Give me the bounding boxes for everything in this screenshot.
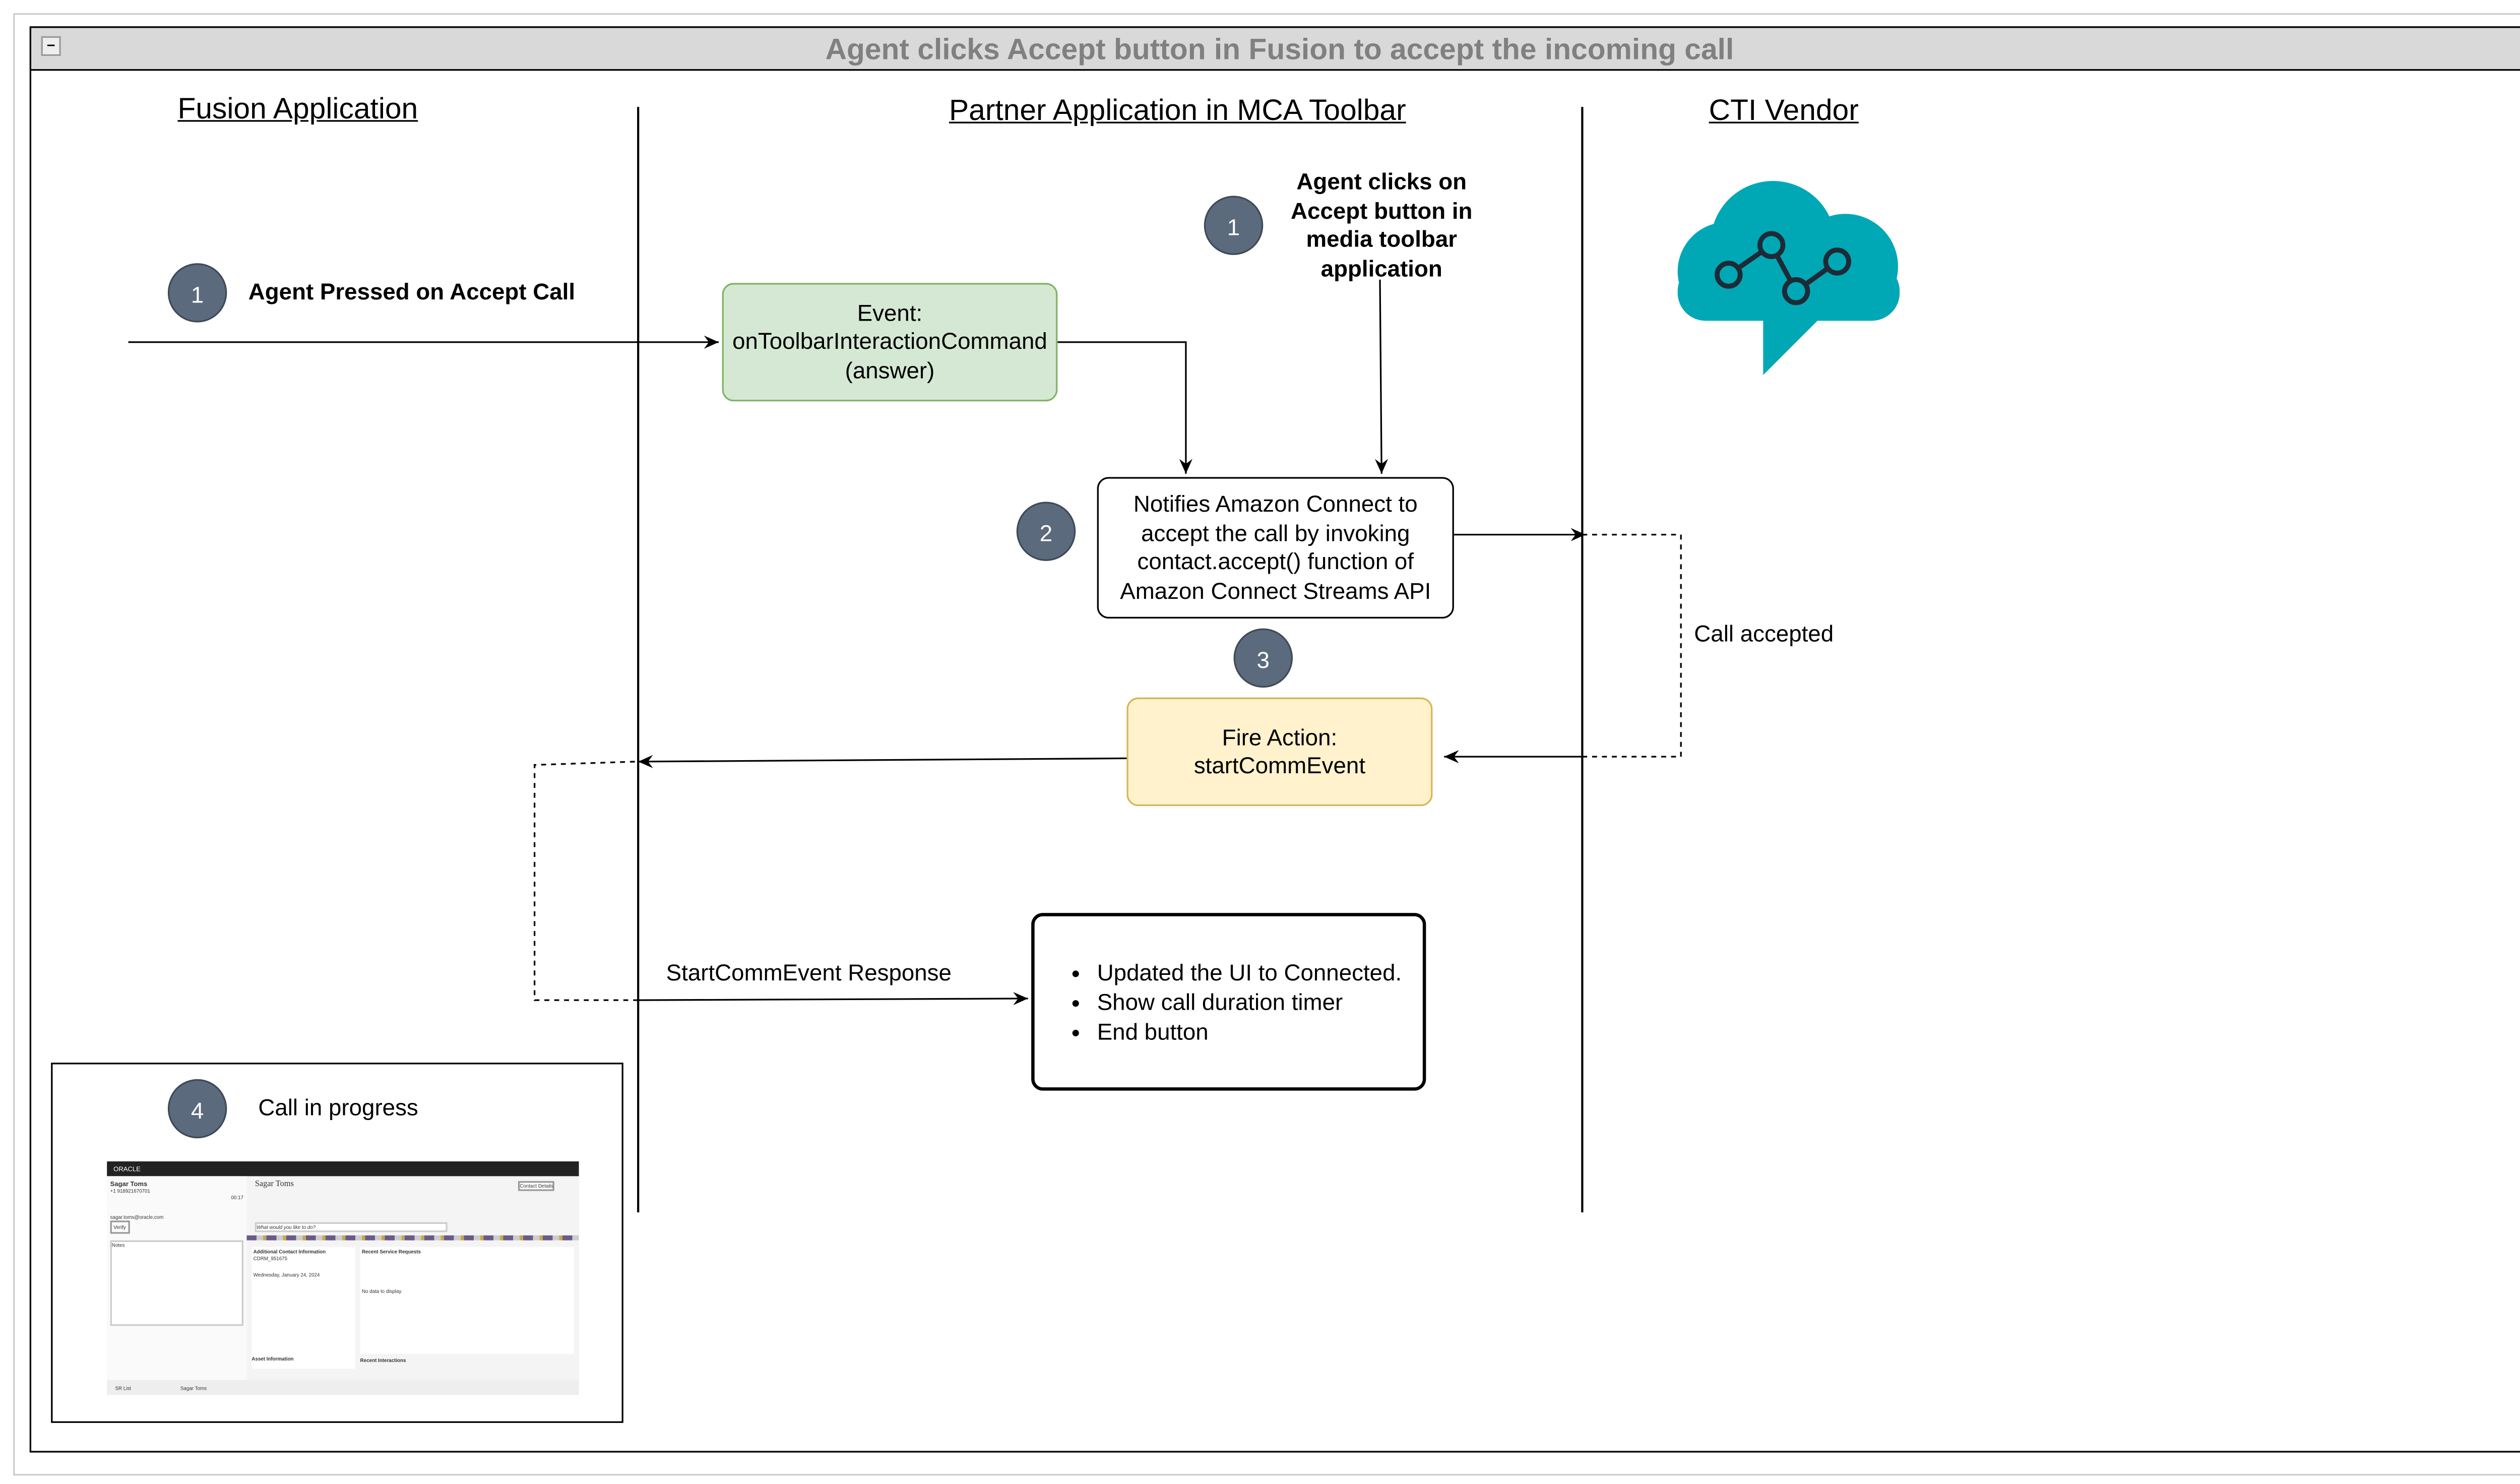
thumb-since: Wednesday, January 24, 2024 bbox=[253, 1271, 320, 1278]
arrow-event-to-notify bbox=[1057, 341, 1192, 474]
result-item: End button bbox=[1097, 1017, 1402, 1046]
notify-box: Notifies Amazon Connect to accept the ca… bbox=[1097, 477, 1454, 619]
thumb-timer: 00:17 bbox=[231, 1194, 243, 1201]
call-in-progress-panel bbox=[51, 1063, 623, 1423]
fire-action-box: Fire Action: startCommEvent bbox=[1126, 697, 1433, 807]
result-item: Updated the UI to Connected. bbox=[1097, 957, 1402, 987]
call-accepted-label: Call accepted bbox=[1694, 620, 1834, 647]
result-item: Show call duration timer bbox=[1097, 987, 1402, 1017]
arrow-agent-to-notify bbox=[1374, 279, 1389, 474]
thumb-contact: Sagar Toms bbox=[110, 1179, 148, 1188]
arrow-response-to-result bbox=[635, 992, 1028, 1006]
lane-partner: Partner Application in MCA Toolbar bbox=[949, 94, 1406, 127]
step-2-badge: 2 bbox=[1016, 502, 1076, 561]
thumb-tab: Sagar Toms bbox=[180, 1384, 207, 1391]
thumb-tab: SR List bbox=[115, 1384, 132, 1391]
thumb-section: Asset Information bbox=[251, 1355, 294, 1363]
step-3-badge: 3 bbox=[1233, 628, 1293, 688]
step-4-badge: 4 bbox=[167, 1079, 227, 1139]
thumb-no-data: No data to display. bbox=[361, 1288, 403, 1295]
dashed-call-accepted bbox=[1582, 533, 1682, 758]
thumb-email: sagar.toms@oracle.com bbox=[110, 1214, 164, 1221]
cloud-network-icon bbox=[1677, 180, 1900, 376]
thumb-section: Recent Service Requests bbox=[361, 1248, 421, 1255]
thumb-notes: Notes bbox=[110, 1240, 243, 1326]
lane-cti: CTI Vendor bbox=[1709, 94, 1859, 127]
thumb-section: Additional Contact Information bbox=[253, 1248, 326, 1255]
fusion-screenshot-thumbnail: ORACLE Sagar Toms +1 918921670701 00:17 … bbox=[107, 1161, 579, 1395]
step-1b-text: Agent clicks on Accept button in media t… bbox=[1291, 167, 1473, 281]
thumb-contact-details: Contact Details bbox=[518, 1181, 555, 1191]
arrow-fire-to-fusion bbox=[638, 755, 1127, 768]
diagram-title: Agent clicks Accept button in Fusion to … bbox=[29, 26, 2520, 71]
thumb-title: Sagar Toms bbox=[255, 1181, 294, 1190]
canvas-border bbox=[13, 13, 2520, 1476]
thumb-phone: +1 918921670701 bbox=[110, 1188, 150, 1195]
minus-icon[interactable]: – bbox=[41, 36, 61, 56]
step-1-text: Agent Pressed on Accept Call bbox=[248, 278, 576, 304]
step-1b-badge: 1 bbox=[1204, 196, 1264, 255]
lane-fusion: Fusion Application bbox=[177, 92, 418, 126]
event-box: Event: onToolbarInteractionCommand (answ… bbox=[722, 283, 1058, 402]
thumb-brand: ORACLE bbox=[107, 1161, 579, 1177]
thumb-verify: Verify bbox=[110, 1220, 130, 1234]
dashed-response bbox=[533, 761, 635, 1001]
step-1-badge: 1 bbox=[167, 263, 227, 323]
thumb-contact-id: CDRM_951675 bbox=[253, 1255, 288, 1262]
thumb-section: Recent Interactions bbox=[360, 1357, 406, 1364]
thumb-prompt: What would you like to do? bbox=[255, 1222, 448, 1232]
result-box: Updated the UI to Connected. Show call d… bbox=[1031, 913, 1426, 1091]
response-label: StartCommEvent Response bbox=[666, 959, 952, 985]
step-4-text: Call in progress bbox=[258, 1094, 418, 1121]
